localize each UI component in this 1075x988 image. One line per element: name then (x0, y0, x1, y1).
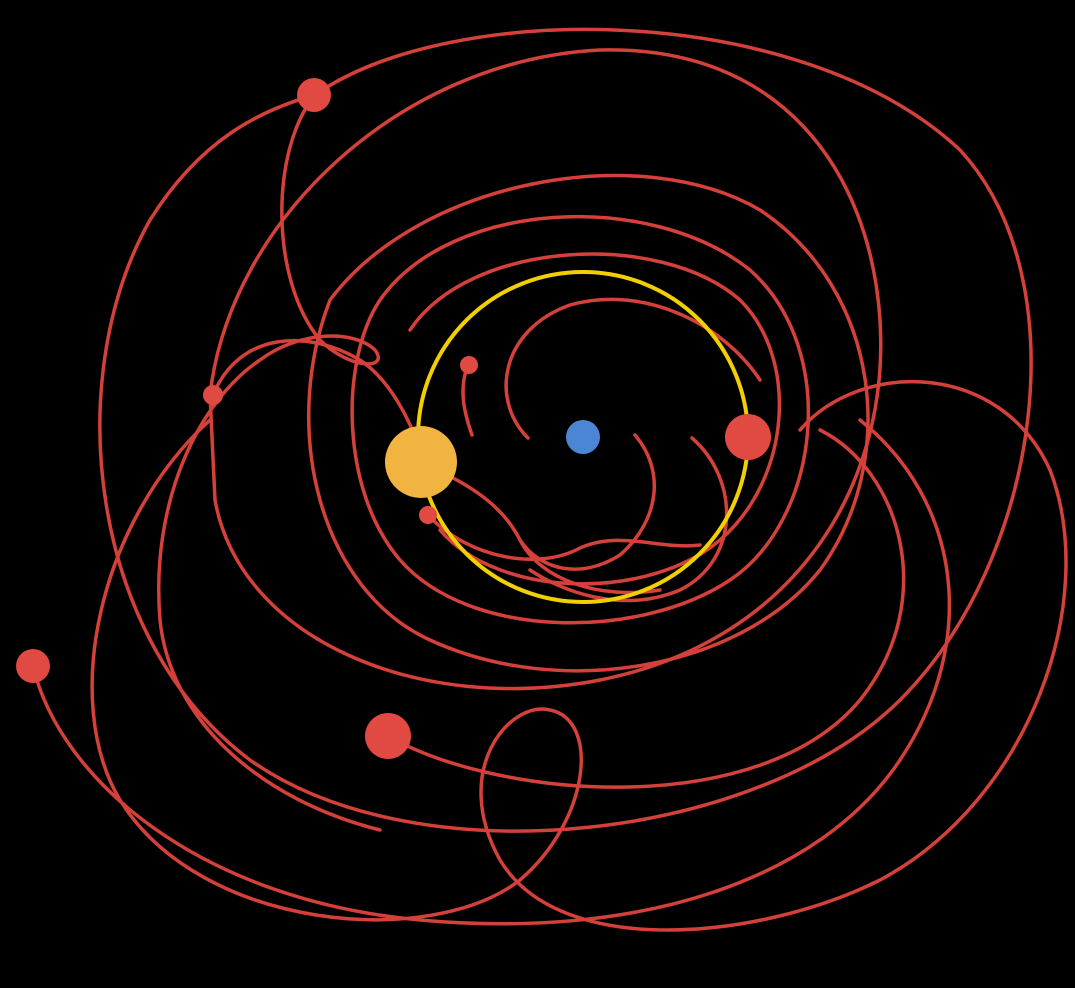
trail-far-left (31, 418, 952, 926)
trail-ring-3 (306, 173, 870, 673)
trail-inner-4 (528, 436, 729, 603)
earth-dot (566, 420, 600, 454)
planet-inner-lower (419, 506, 437, 524)
trail-outer-ring (98, 27, 1033, 833)
trail-right-loop (90, 380, 1068, 932)
trail-ring-4 (350, 214, 811, 625)
planet-left-small (203, 385, 223, 405)
trail-inner-6 (418, 460, 662, 595)
planet-right (725, 414, 771, 460)
planet-far-left (16, 649, 50, 683)
trail-inner-1 (504, 297, 762, 440)
trail-left-small (211, 338, 422, 452)
trail-lower-left (386, 428, 906, 789)
planet-lower-left (365, 713, 411, 759)
trail-inner-3 (518, 433, 656, 571)
trail-ring-2 (208, 48, 883, 691)
trail-top-left (157, 93, 382, 832)
trail-inner-5 (426, 513, 702, 561)
sun-dot (385, 426, 457, 498)
planet-inner-upper (460, 356, 478, 374)
planets (16, 78, 771, 759)
planet-top-left (297, 78, 331, 112)
